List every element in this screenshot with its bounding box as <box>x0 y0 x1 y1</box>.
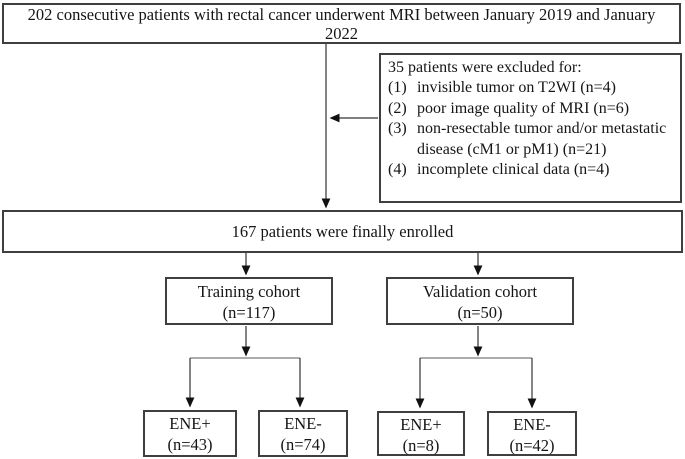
top-box-line2: 2022 <box>325 23 358 43</box>
validation-ene-negative-box: ENE- (n=42) <box>487 411 577 456</box>
exclusion-item: (1) invisible tumor on T2WI (n=4) <box>388 78 676 98</box>
ene-label: ENE+ <box>400 415 442 434</box>
exclusion-item: (3) non-resectable tumor and/or metastat… <box>388 119 676 160</box>
validation-cohort-box: Validation cohort (n=50) <box>386 277 574 325</box>
ene-count: (n=43) <box>167 435 213 454</box>
enrolled-text: 167 patients were finally enrolled <box>231 221 454 241</box>
exclusion-item-number: (1) <box>388 79 407 97</box>
training-cohort-label: Training cohort <box>197 282 301 301</box>
ene-count: (n=74) <box>280 435 326 454</box>
validation-ene-positive-box: ENE+ (n=8) <box>377 411 465 456</box>
exclusion-item: (4) incomplete clinical data (n=4) <box>388 160 676 180</box>
top-box: 202 consecutive patients with rectal can… <box>2 3 681 44</box>
ene-label: ENE+ <box>169 414 211 433</box>
ene-label: ENE- <box>284 414 322 433</box>
training-cohort-count: (n=117) <box>222 303 276 322</box>
exclusion-item-text: poor image quality of MRI (n=6) <box>417 99 630 117</box>
ene-count: (n=42) <box>509 436 555 455</box>
exclusion-item: (2) poor image quality of MRI (n=6) <box>388 99 676 119</box>
exclusion-box: 35 patients were excluded for: (1) invis… <box>379 53 682 203</box>
enrolled-box: 167 patients were finally enrolled <box>2 210 683 253</box>
ene-count: (n=8) <box>402 436 440 455</box>
ene-label: ENE- <box>513 415 551 434</box>
training-ene-positive-box: ENE+ (n=43) <box>143 410 237 457</box>
training-ene-negative-box: ENE- (n=74) <box>258 410 348 457</box>
training-cohort-box: Training cohort (n=117) <box>165 277 333 325</box>
exclusion-item-number: (3) <box>388 120 407 138</box>
validation-cohort-count: (n=50) <box>457 303 503 322</box>
exclusion-item-text: non-resectable tumor and/or metastatic d… <box>417 120 667 158</box>
exclusion-item-text: invisible tumor on T2WI (n=4) <box>417 79 616 97</box>
exclusion-item-text: incomplete clinical data (n=4) <box>417 161 610 179</box>
validation-cohort-label: Validation cohort <box>422 282 538 301</box>
top-box-line1: 202 consecutive patients with rectal can… <box>27 5 656 24</box>
exclusion-title: 35 patients were excluded for: <box>388 59 582 76</box>
exclusion-item-number: (2) <box>388 99 407 117</box>
exclusion-item-number: (4) <box>388 161 407 179</box>
